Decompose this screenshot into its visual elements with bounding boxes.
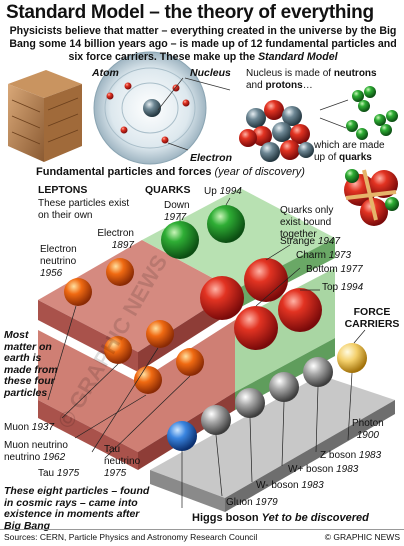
- z-boson-ball: [303, 357, 333, 387]
- gluon-text: Gluon 1979: [226, 497, 278, 508]
- electron-label: Electron: [190, 152, 233, 164]
- tau-neutrino-ball: [134, 366, 162, 394]
- up-quark-ball: [207, 205, 245, 243]
- bottom-quark-ball: [234, 306, 278, 350]
- charm-quark-ball: [244, 258, 288, 302]
- nucleus-icon: [239, 100, 314, 162]
- force-tray: [150, 375, 395, 512]
- charm-text: Charm 1973: [296, 250, 352, 261]
- quarks-note: Quarks only exist bound together: [280, 205, 334, 240]
- proton-quarks-icon: [344, 169, 399, 226]
- leptons-note: These particles exist on their own: [38, 198, 130, 221]
- w-minus-boson-text: W- boson 1983: [256, 480, 324, 491]
- electron-ball: [106, 258, 134, 286]
- muon-ball: [146, 320, 174, 348]
- atom-label: Atom: [92, 67, 119, 79]
- top-text: Top 1994: [322, 282, 364, 293]
- cosmic-note: These eight particles – found in cosmic …: [4, 485, 150, 532]
- photon-ball: [337, 343, 367, 373]
- z-boson-text: Z boson 1983: [320, 450, 382, 461]
- higgs-boson-ball: [167, 421, 197, 451]
- leptons-heading: LEPTONS: [38, 184, 88, 196]
- muon-neutrino-ball: [104, 336, 132, 364]
- force-carriers-heading: FORCE CARRIERS: [344, 306, 400, 330]
- tau-ball: [176, 348, 204, 376]
- strange-text: Strange 1947: [280, 236, 341, 247]
- matter-cube-icon: [8, 70, 82, 162]
- w-minus-boson-ball: [235, 388, 265, 418]
- footer: Sources: CERN, Particle Physics and Astr…: [0, 529, 404, 546]
- atom-icon: [93, 51, 231, 165]
- w-plus-boson-text: W+ boson 1983: [288, 464, 359, 475]
- w-plus-boson-ball: [269, 372, 299, 402]
- sources: Sources: CERN, Particle Physics and Astr…: [4, 532, 258, 542]
- tau-text: Tau 1975: [38, 468, 80, 479]
- up-text: Up 1994: [204, 186, 242, 197]
- quarks-heading: QUARKS: [145, 184, 191, 196]
- higgs-text: Higgs boson Yet to be discovered: [192, 512, 369, 524]
- muon-text: Muon 1937: [4, 422, 55, 433]
- neutron-quarks-icon: [319, 86, 398, 140]
- electron-neutrino-ball: [64, 278, 92, 306]
- credit: © GRAPHIC NEWS: [324, 532, 400, 542]
- leader-lines: [47, 197, 366, 508]
- top-quark-ball: [278, 288, 322, 332]
- gluon-ball: [201, 405, 231, 435]
- page-title: Standard Model – the theory of everythin…: [6, 2, 374, 23]
- bottom-text: Bottom 1977: [306, 264, 363, 275]
- matter-note: Most matter on earth is made from these …: [4, 329, 58, 399]
- down-quark-ball: [161, 221, 199, 259]
- strange-quark-ball: [200, 276, 244, 320]
- intro-text: Physicists believe that matter – everyth…: [9, 25, 397, 63]
- section-heading: Fundamental particles and forces (year o…: [36, 166, 305, 178]
- nucleus-description: Nucleus is made of neutrons and protons…: [246, 68, 377, 91]
- nucleus-label: Nucleus: [190, 67, 231, 79]
